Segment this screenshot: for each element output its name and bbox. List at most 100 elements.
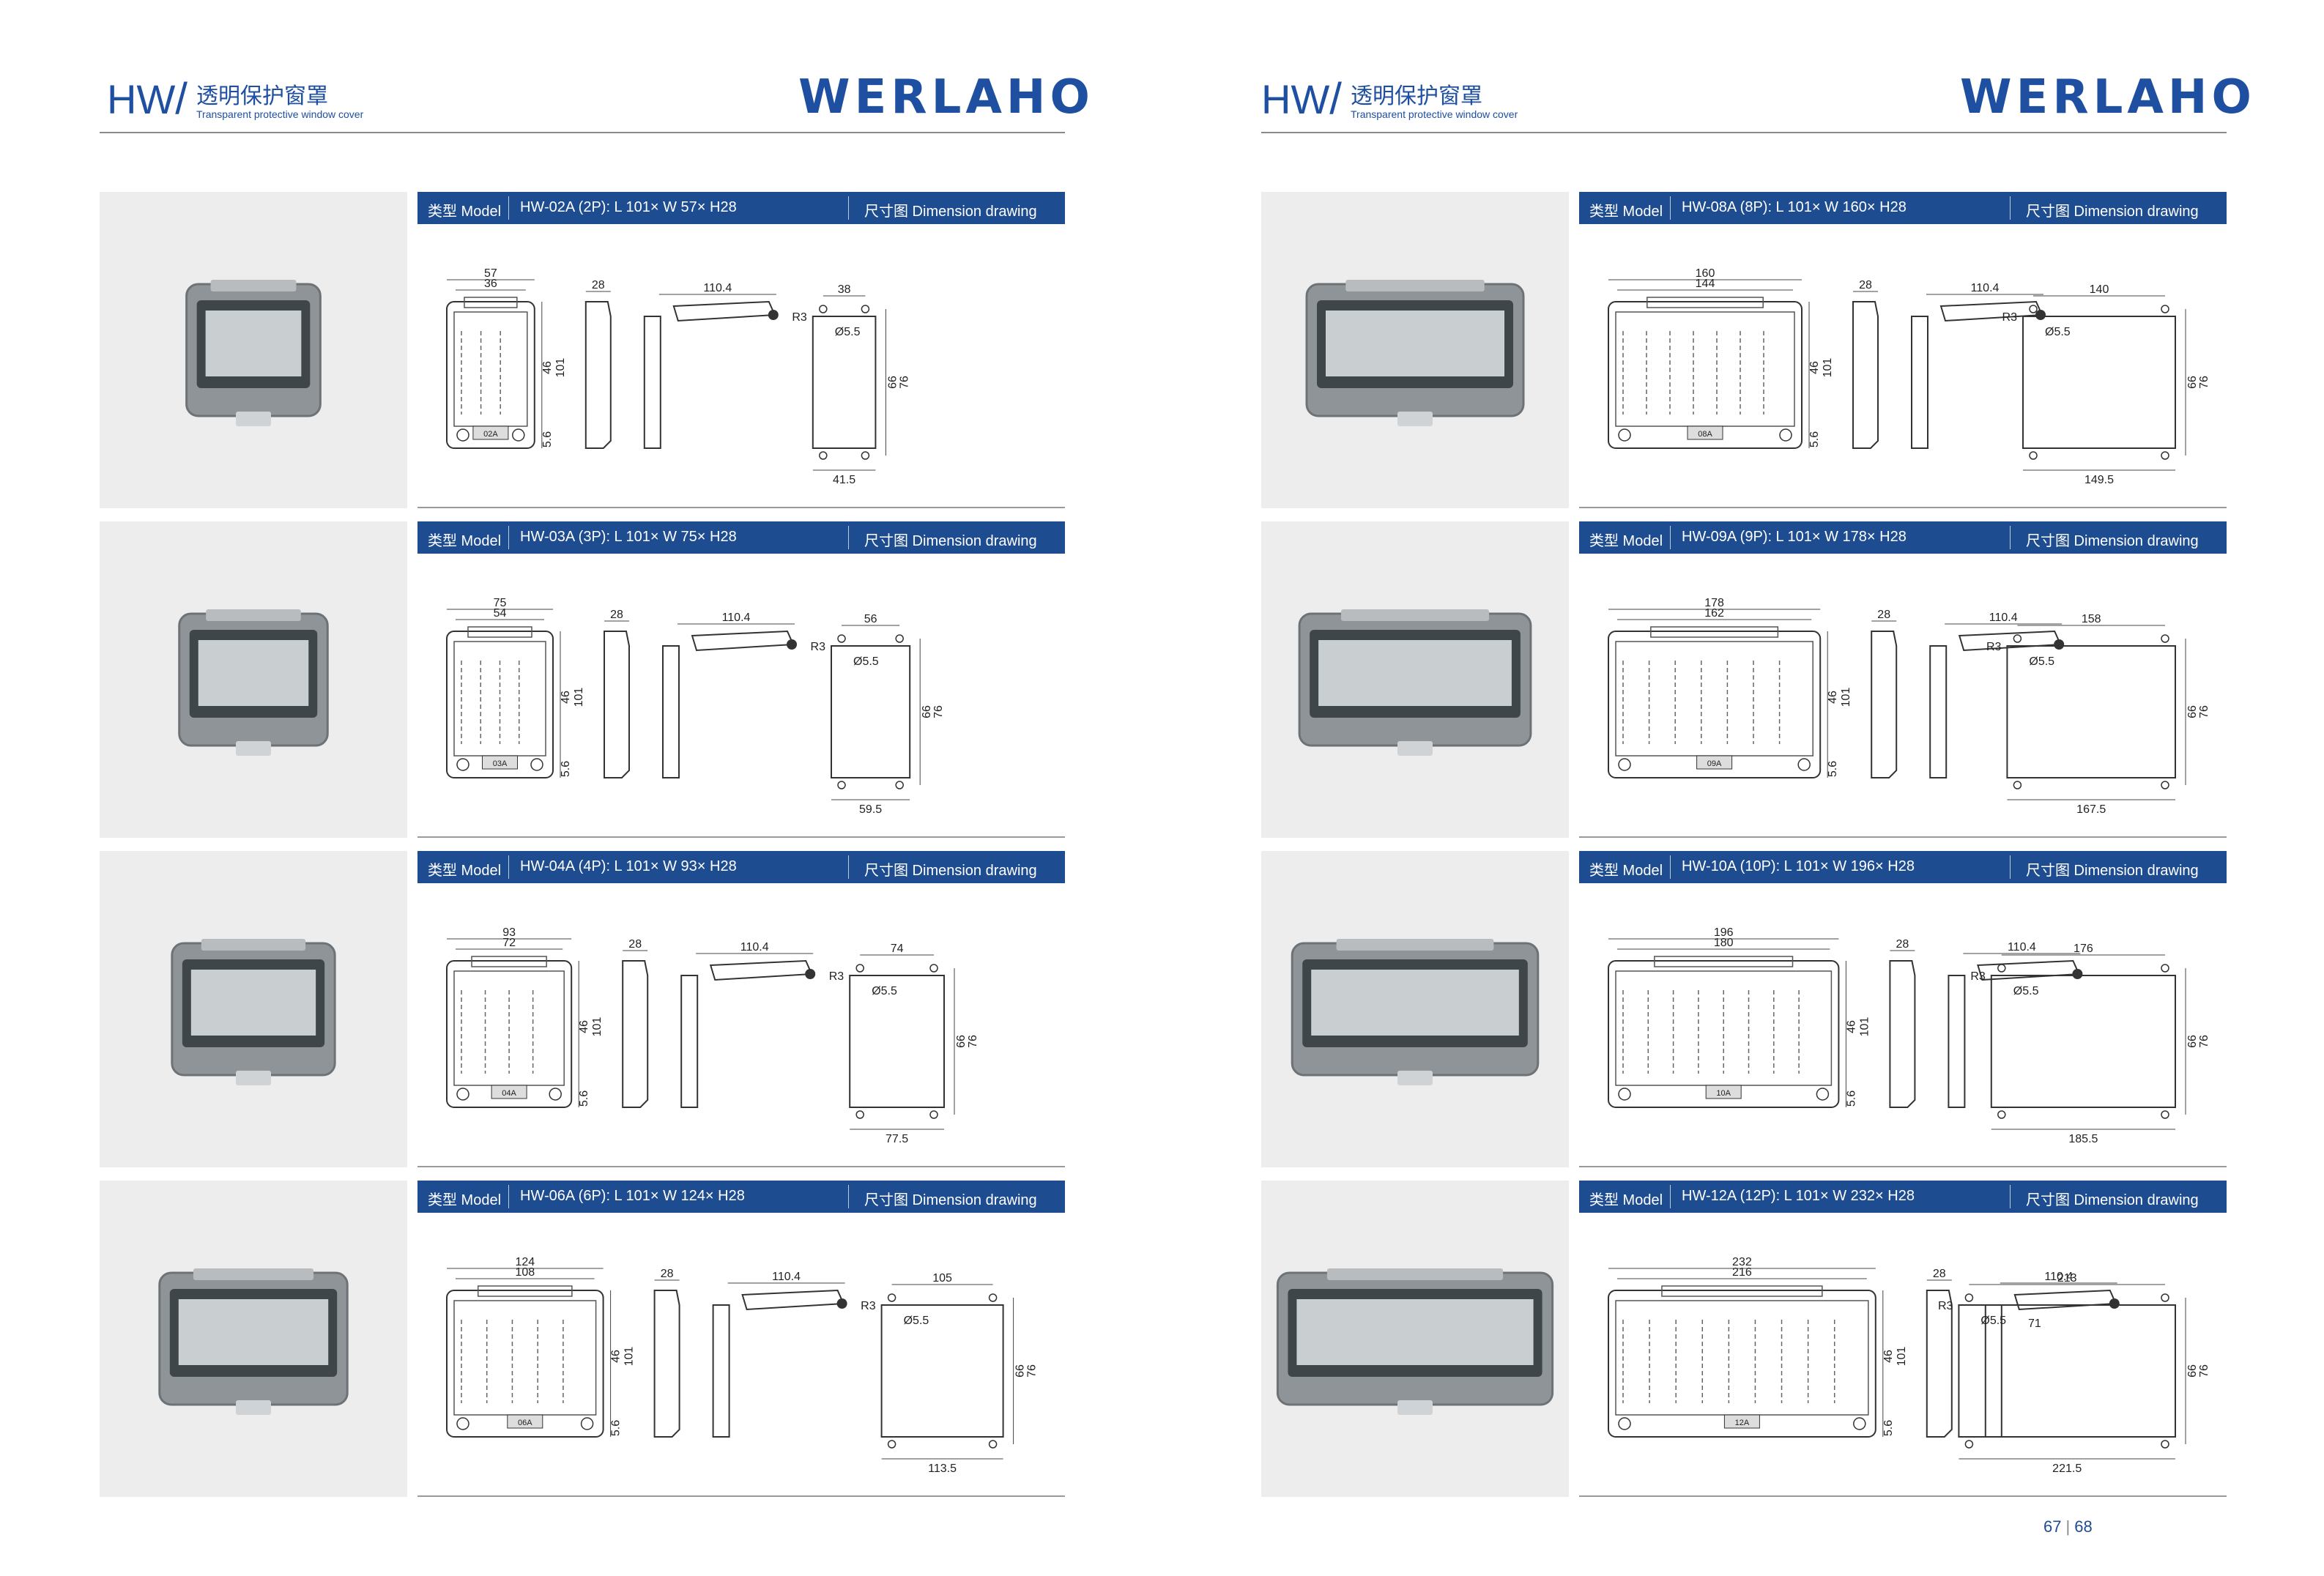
knob-icon (787, 639, 797, 650)
lid-outline (691, 630, 795, 652)
dim-height-101: 101 (573, 688, 585, 707)
product-photo-svg (158, 1268, 349, 1415)
dim-cutout-width: 113.5 (928, 1462, 957, 1475)
mount-hole-icon (1964, 1293, 1974, 1302)
dim-height-46: 46 (560, 691, 572, 704)
hinge (1340, 609, 1490, 621)
dim-width-inner: 216 (1732, 1266, 1752, 1279)
row-divider (1579, 507, 2227, 508)
bar-divider (1670, 196, 1671, 220)
model-label: 类型 Model (428, 204, 502, 220)
dim-open-length: 110.4 (2008, 941, 2036, 954)
screw-icon (1618, 1088, 1631, 1101)
front-window (453, 1300, 597, 1416)
dim-width-outer: 178 (1704, 597, 1724, 609)
section-title-en: Transparent protective window cover (196, 108, 364, 120)
mount-hole-icon (2161, 305, 2169, 313)
dim-height-46: 46 (578, 1020, 590, 1033)
model-tag (1705, 1085, 1742, 1099)
side-view: 28 (584, 279, 612, 449)
open-view: 110.4 (1911, 282, 2046, 449)
window-glass (1311, 970, 1519, 1036)
mount-hole-icon (861, 451, 870, 460)
cutout-outline (2006, 645, 2177, 778)
side-outline (584, 301, 612, 449)
section-code: HW/ (107, 74, 188, 123)
window-glass (190, 970, 316, 1036)
model-tag (472, 425, 509, 440)
screw-icon (530, 758, 543, 771)
screw-icon (1797, 758, 1811, 771)
dim-height-5-6: 5.6 (1827, 761, 1839, 777)
product-photo-svg (1291, 939, 1540, 1085)
dim-radius: R3 (1986, 641, 2002, 653)
mount-hole-icon (819, 305, 828, 313)
dim-hole-span: 213 (2057, 1272, 2077, 1285)
bar-divider (2010, 526, 2011, 549)
dim-width-inner: 180 (1714, 937, 1734, 949)
lid-outline (2013, 1289, 2117, 1311)
dim-open-length: 110.4 (722, 612, 751, 624)
mount-hole-icon (2029, 305, 2038, 313)
dim-height-101: 101 (554, 358, 567, 378)
model-tag-label: 10A (1716, 1089, 1731, 1098)
model-spec: HW-03A (3P): L 101× W 75× H28 (520, 529, 737, 545)
hinge-bar (467, 626, 532, 638)
latch (236, 412, 271, 426)
dim-open-length: 110.4 (703, 282, 732, 294)
screw-icon (580, 1417, 594, 1430)
mount-hole-icon (988, 1293, 998, 1302)
hinge (1326, 1268, 1504, 1280)
screw-icon (456, 1088, 469, 1101)
lid-outline (672, 300, 776, 322)
cutout-outline (880, 1304, 1004, 1438)
brand-logo: WERLAHO (1960, 70, 2256, 124)
bar-divider (2010, 196, 2011, 220)
dim-height-5-6: 5.6 (1845, 1090, 1857, 1107)
page-number-left: 67 (2043, 1517, 2062, 1536)
hinge-bar (1661, 1285, 1823, 1297)
model-tag-label: 12A (1735, 1419, 1750, 1427)
screw-icon (456, 428, 469, 442)
hinge (1336, 939, 1494, 951)
mount-hole-icon (2161, 781, 2169, 789)
dim-hole-height: 66 (1014, 1364, 1027, 1378)
product-photo-svg (1276, 1268, 1554, 1415)
product-photo (178, 609, 329, 756)
latch (236, 741, 271, 756)
hinge-bar (1647, 297, 1764, 308)
cutout-outline (812, 316, 877, 449)
dim-hole-diameter: Ø5.5 (1980, 1315, 2006, 1327)
model-tag (1696, 755, 1733, 770)
mount-hole-icon (855, 1110, 864, 1119)
dim-cutout-width: 167.5 (2076, 803, 2106, 816)
mount-hole-icon (2013, 781, 2022, 789)
lid-outline (1958, 630, 2062, 652)
dim-cutout-height: 76 (2198, 376, 2210, 389)
knob-icon (2072, 969, 2083, 979)
dim-hole-height: 66 (2186, 1035, 2199, 1048)
mount-hole-icon (929, 964, 938, 973)
mount-hole-icon (895, 634, 904, 643)
product-photo-panel (100, 1181, 407, 1497)
dim-radius: R3 (829, 970, 844, 983)
hinge-bar (1654, 956, 1794, 967)
dim-hole-diameter: Ø5.5 (904, 1315, 929, 1327)
product-photo (1305, 280, 1525, 426)
front-outline (446, 960, 573, 1108)
model-label: 类型 Model (428, 1192, 502, 1208)
